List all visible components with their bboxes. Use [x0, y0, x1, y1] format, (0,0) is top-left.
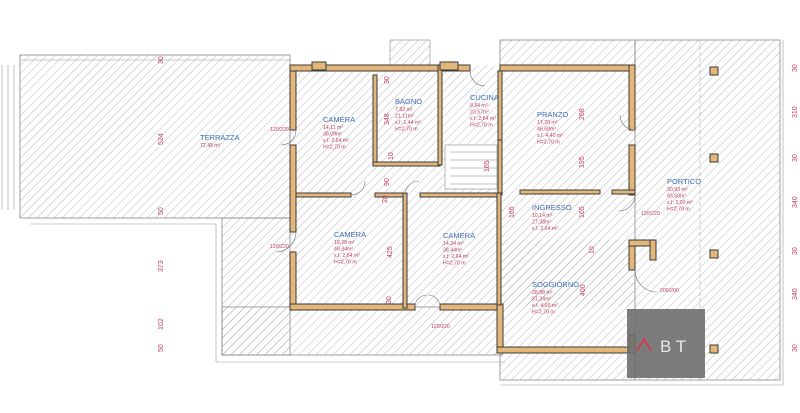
dimension-interior: 195 — [579, 156, 586, 168]
room-name: CAMERA — [443, 231, 475, 240]
dimension-interior: 90 — [384, 178, 391, 186]
pillar — [709, 66, 719, 354]
dimension-interior: 165 — [579, 206, 586, 218]
room-data: s.f. 3,00 m² — [667, 200, 693, 206]
dimension-right: 30 — [792, 344, 799, 352]
room-data: H=2,70 m — [537, 140, 560, 146]
dimension-interior: 348 — [384, 113, 391, 125]
dimension-right: 30 — [792, 247, 799, 255]
dimension-interior: 30 — [386, 296, 393, 304]
dimension-interior: 165 — [509, 206, 516, 218]
room-data: s.f. 2,64 m² — [443, 254, 469, 260]
room-data: H=2,70 m — [323, 145, 346, 151]
dimension-interior: 10 — [589, 246, 596, 254]
internal-stairs — [444, 144, 498, 190]
room-data: s.f. 4,00 m² — [532, 303, 558, 309]
room-data: 30,93 m² — [667, 187, 688, 193]
room-name: PRANZO — [537, 110, 568, 119]
dimension-left: 524 — [158, 133, 165, 145]
room-name: PORTICO — [667, 177, 701, 186]
room-data: s.f. 4,40 m² — [537, 133, 563, 139]
room-data: 18,28 m² — [334, 240, 355, 246]
room-data: 7,82 m² — [395, 107, 413, 113]
room-data: 21,11m² — [395, 114, 414, 120]
room-name: CUCINA — [470, 93, 499, 102]
dimension-right: 310 — [792, 106, 799, 118]
room-name: CAMERA — [334, 230, 366, 239]
dimension-interior: 268 — [579, 108, 586, 120]
abt-logo: B T — [627, 309, 705, 378]
room-data: 27,38m² — [532, 220, 551, 226]
room-data: 14,24 m² — [443, 241, 464, 247]
room-data: H=2,70 m — [667, 207, 690, 213]
room-data: s.f. 1,44 m² — [395, 120, 421, 126]
walls — [289, 61, 657, 354]
room-data: 49,34m² — [334, 247, 353, 253]
door-dimension: 120/220 — [270, 127, 289, 133]
dimension-left: 102 — [158, 318, 165, 330]
room-data: H=2,70 m — [334, 260, 357, 266]
door-dimension: 120/220 — [641, 211, 660, 217]
room-data: H=2,70 m — [443, 261, 466, 267]
doors — [275, 70, 658, 308]
room-name: CAMERA — [323, 115, 355, 124]
room-data: 28,98 m² — [532, 290, 553, 296]
door-dimension: 120/220 — [270, 244, 289, 250]
room-data: s.f. 2,64 m² — [532, 226, 558, 232]
room-data: s.f. 2,64 m² — [334, 253, 360, 259]
logo-text: B T — [660, 337, 686, 356]
railing — [1, 59, 505, 363]
door-dimension: 120/220 — [431, 324, 450, 330]
room-data: H=2,70 m — [395, 127, 418, 133]
dimension-right: 30 — [792, 64, 799, 72]
room-data: 14,11 m² — [323, 125, 343, 131]
dimension-right: 340 — [792, 196, 799, 208]
room-data: s.f. 2,64 m² — [323, 138, 349, 144]
door-dimension: 200/200 — [660, 288, 679, 294]
room-data: 46,68m² — [537, 127, 556, 133]
room-name: TERRAZZA — [200, 133, 240, 142]
room-data: 38,09m² — [323, 132, 342, 138]
room-data: 17,29 m² — [537, 120, 558, 126]
room-data: 81,24m² — [532, 297, 551, 303]
dimension-left: 373 — [158, 260, 165, 272]
dimension-interior: 20 — [382, 195, 389, 203]
dimension-interior: 10 — [388, 152, 395, 160]
room-data: H=2,70 m — [532, 310, 555, 316]
dimension-interior: 425 — [387, 246, 394, 258]
room-name: SOGGIORNO — [532, 280, 579, 289]
room-data: 83,50m² — [667, 194, 686, 200]
dimension-right: 340 — [792, 288, 799, 300]
room-data: 38,44m² — [443, 248, 462, 254]
dimension-left: 50 — [158, 207, 165, 215]
room-name: BAGNO — [395, 97, 422, 106]
dimension-interior: 400 — [580, 284, 587, 296]
room-data: H=2,70 m — [470, 123, 493, 129]
room-data: 72,45 m² — [200, 143, 221, 149]
dimension-left: 30 — [158, 56, 165, 64]
logo-a-mark — [636, 337, 652, 352]
dimension-left: 50 — [158, 344, 165, 352]
dimension-labels: 30 524 50 373 102 50 30 310 30 340 30 340 30 30 348 10 9… — [158, 56, 799, 352]
room-data: s.f. 2,64 m² — [470, 116, 496, 122]
dimension-interior: 165 — [484, 160, 491, 172]
room-name: INGRESSO — [532, 203, 572, 212]
room-data: 23,57m² — [470, 110, 489, 116]
dimension-interior: 30 — [384, 76, 391, 84]
room-data: 10,14 m² — [532, 213, 553, 219]
dimension-right: 30 — [792, 154, 799, 162]
room-data: 8,84 m² — [470, 103, 488, 109]
